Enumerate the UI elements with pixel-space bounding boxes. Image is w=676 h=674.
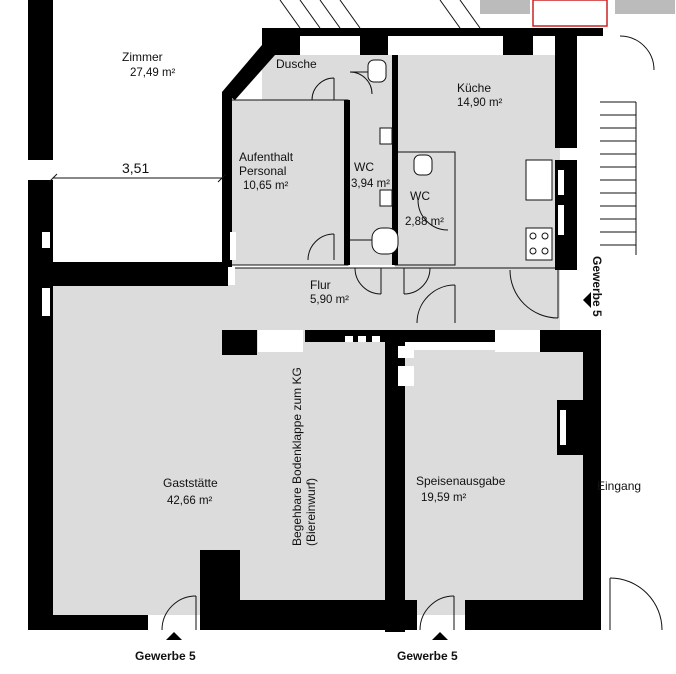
toilet-icon (379, 189, 393, 207)
room-floors (45, 55, 585, 615)
room-label-wc1: WC (354, 160, 374, 174)
room-label-personal: Personal (239, 164, 287, 178)
arrow-left-icon (583, 292, 591, 308)
label-gewerbe-bottom-left: Gewerbe 5 (135, 649, 196, 663)
windows (42, 36, 566, 445)
neighbor-red-outline (532, 0, 608, 27)
room-area-gaststaette: 42,66 m² (167, 495, 213, 507)
label-gewerbe-right: Gewerbe 5 (590, 256, 604, 317)
entrance-arrows (166, 292, 591, 640)
room-label-flur: Flur (310, 278, 331, 292)
label-eingang: Eingang (597, 479, 642, 493)
dimension-line (48, 173, 227, 183)
arrow-up-icon (432, 632, 448, 640)
fixtures (367, 59, 553, 261)
room-area-wc1: 3,94 m² (351, 178, 390, 190)
room-area-speisenausgabe: 19,59 m² (421, 492, 467, 504)
neighbor-grey-block (615, 0, 675, 14)
toilet-icon (379, 127, 393, 145)
label-gewerbe-bottom-mid: Gewerbe 5 (397, 649, 458, 663)
floor-speisenausgabe (400, 350, 585, 615)
room-area-kueche: 14,90 m² (457, 97, 503, 109)
annotation-bodenklappe: Begehbare Bodenklappe zum KG (290, 367, 304, 546)
neighbor-grey-block (480, 0, 530, 14)
room-label-wc2: WC (410, 189, 430, 203)
door-swings (161, 35, 663, 631)
room-label-zimmer: Zimmer (122, 50, 163, 64)
toilet-icon (367, 59, 387, 83)
arrow-up-icon (166, 632, 182, 640)
floor-aufenthalt (228, 100, 348, 265)
annotation-biereinwurf: (Biereinwurf) (304, 477, 318, 546)
room-area-wc2: 2,88 m² (405, 216, 444, 228)
floor-dusche (262, 55, 350, 100)
stairs (279, 0, 637, 255)
room-label-aufenthalt: Aufenthalt (239, 150, 294, 164)
room-label-gaststaette: Gaststätte (163, 476, 218, 490)
room-area-zimmer: 27,49 m² (130, 67, 176, 79)
stove-icon (525, 227, 553, 261)
toilet-icon (413, 154, 433, 176)
washbasin-icon (371, 227, 399, 255)
room-label-dusche: Dusche (276, 57, 317, 71)
room-label-kueche: Küche (457, 81, 492, 95)
dimension-value: 3,51 (122, 160, 150, 176)
sink-icon (525, 159, 553, 201)
room-label-speisenausgabe: Speisenausgabe (416, 474, 506, 488)
room-area-aufenthalt: 10,65 m² (243, 180, 289, 192)
room-area-flur: 5,90 m² (310, 294, 349, 306)
